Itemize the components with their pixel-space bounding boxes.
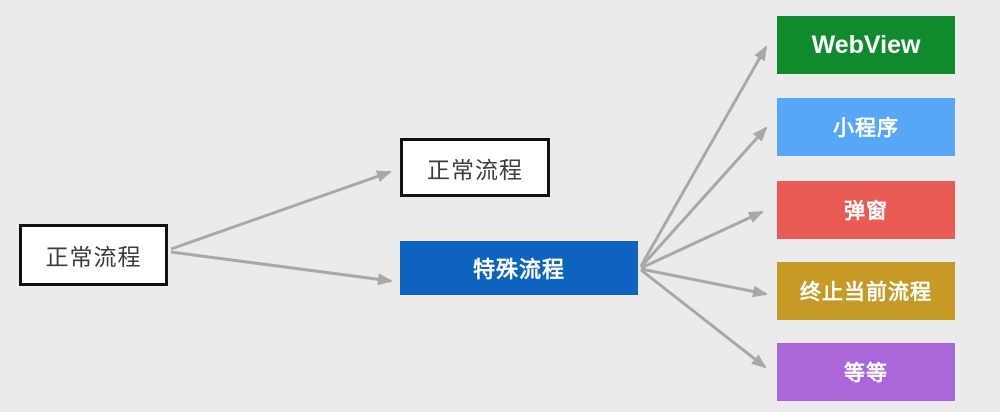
arrow-special-to-etc (640, 268, 767, 369)
node-etc: 等等 (777, 343, 955, 401)
node-miniapp: 小程序 (777, 98, 955, 156)
node-label: 正常流程 (427, 156, 523, 183)
node-webview: WebView (777, 16, 955, 74)
node-normal-flow: 正常流程 (400, 138, 550, 197)
node-normal-flow-source: 正常流程 (19, 224, 168, 286)
node-terminate-current-flow: 终止当前流程 (777, 262, 955, 320)
node-label: 弹窗 (844, 200, 888, 223)
arrow-special-to-webview (639, 45, 768, 267)
arrow-special-to-terminate (640, 267, 768, 298)
node-popup: 弹窗 (777, 181, 955, 239)
arrow-special-to-popup (640, 210, 764, 270)
arrow-special-to-miniapp (639, 126, 768, 269)
arrow-source-to-special (170, 250, 393, 286)
node-special-flow: 特殊流程 (400, 241, 638, 295)
node-label: 正常流程 (45, 244, 142, 270)
node-label: 特殊流程 (472, 257, 565, 282)
node-label: WebView (811, 30, 921, 59)
node-label: 小程序 (833, 117, 899, 140)
node-label: 终止当前流程 (800, 281, 932, 304)
node-label: 等等 (844, 362, 888, 385)
arrow-source-to-normal (170, 170, 392, 251)
